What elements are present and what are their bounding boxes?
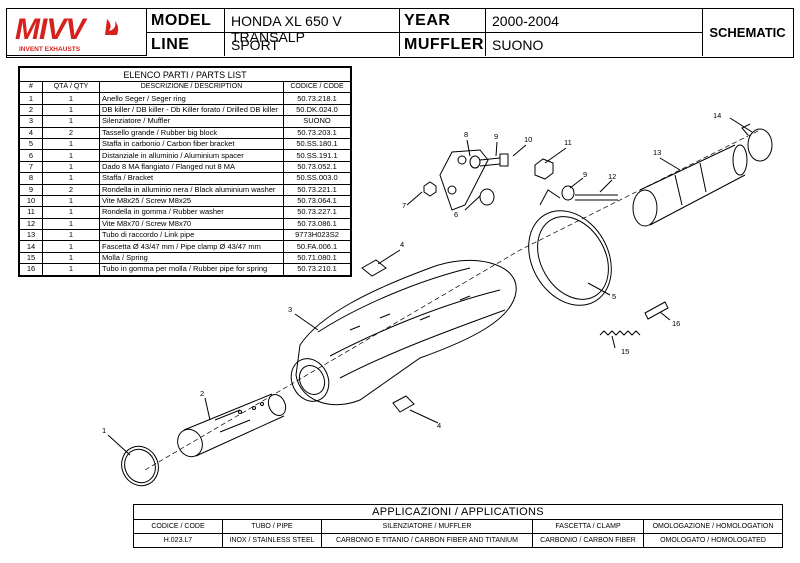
callout-16: 16 xyxy=(672,319,680,328)
callout-6: 6 xyxy=(454,210,458,219)
app-pipe: INOX / STAINLESS STEEL xyxy=(222,533,322,548)
app-muffler: CARBONIO E TITANIO / CARBON FIBER AND TI… xyxy=(321,533,533,548)
mivv-logo: MIVV INVENT EXHAUSTS xyxy=(15,13,119,53)
schematic-label: SCHEMATIC xyxy=(709,25,786,40)
pipe-clamp xyxy=(741,123,773,162)
muffler-value: SUONO xyxy=(486,33,703,56)
carbon-bracket xyxy=(528,189,612,306)
callout-labels: 1 2 3 4 4 5 6 7 8 9 9 10 11 12 13 14 15 … xyxy=(102,111,721,435)
link-pipe xyxy=(632,144,748,227)
column-header: CODICE / CODE xyxy=(283,80,351,94)
spacer xyxy=(479,188,495,206)
app-column-header: CODICE / CODE xyxy=(133,519,223,534)
bracket xyxy=(439,149,489,211)
db-killer xyxy=(177,393,287,458)
callout-5: 5 xyxy=(612,292,616,301)
line-value: SPORT xyxy=(225,33,400,56)
rubber-pipe xyxy=(644,301,669,320)
app-column-header: FASCETTA / CLAMP xyxy=(532,519,644,534)
washer xyxy=(561,185,575,201)
callout-4: 4 xyxy=(400,240,404,249)
callout-8: 8 xyxy=(464,130,468,139)
app-homologation: OMOLOGATO / HOMOLOGATED xyxy=(643,533,783,548)
callout-9: 9 xyxy=(494,132,498,141)
muffler-label: MUFFLER xyxy=(400,33,486,56)
app-column-header: OMOLOGAZIONE / HOMOLOGATION xyxy=(643,519,783,534)
screw-m8x25 xyxy=(479,157,501,167)
seger-ring xyxy=(121,445,159,487)
muffler xyxy=(290,259,517,406)
applications-title: APPLICAZIONI / APPLICATIONS xyxy=(133,504,783,520)
app-code: H.023.L7 xyxy=(133,533,223,548)
logo-wordmark: MIVV xyxy=(15,13,88,46)
app-column-header: SILENZIATORE / MUFFLER xyxy=(321,519,533,534)
row-code: 50.73.210.1 xyxy=(283,263,351,276)
screw-m8x70 xyxy=(575,194,618,201)
applications-table: APPLICAZIONI / APPLICATIONS CODICE / COD… xyxy=(133,504,783,548)
rubber-block xyxy=(361,259,387,277)
rubber-washer xyxy=(534,158,554,180)
rubber-block xyxy=(392,395,415,413)
callout-9: 9 xyxy=(583,170,587,179)
model-value: HONDA XL 650 V TRANSALP xyxy=(225,9,400,45)
app-column-header: TUBO / PIPE xyxy=(222,519,322,534)
logo-cell: MIVV INVENT EXHAUSTS xyxy=(7,9,147,56)
exploded-diagram: 1 2 3 4 4 5 6 7 8 9 9 10 11 12 13 14 15 … xyxy=(102,111,773,487)
year-label: YEAR xyxy=(400,9,486,33)
flame-icon xyxy=(105,19,119,35)
callout-10: 10 xyxy=(524,135,532,144)
row-number: 16 xyxy=(19,263,43,276)
header-block: MIVV INVENT EXHAUSTS MODEL HONDA XL 650 … xyxy=(6,8,794,58)
callout-12: 12 xyxy=(608,172,616,181)
parts-list: ELENCO PARTI / PARTS LIST # QTÀ / QTY DE… xyxy=(18,66,352,277)
model-label: MODEL xyxy=(147,9,225,33)
callout-14: 14 xyxy=(713,111,721,120)
callout-3: 3 xyxy=(288,305,292,314)
callout-7: 7 xyxy=(402,201,406,210)
washer xyxy=(469,155,481,169)
spring xyxy=(599,330,641,336)
year-value: 2000-2004 xyxy=(486,9,703,33)
callout-11: 11 xyxy=(564,138,572,147)
line-label: LINE xyxy=(147,33,225,56)
callout-15: 15 xyxy=(621,347,629,356)
callout-2: 2 xyxy=(200,389,204,398)
logo-tagline: INVENT EXHAUSTS xyxy=(19,46,81,53)
callout-4: 4 xyxy=(437,421,441,430)
flanged-nut xyxy=(423,181,437,197)
callout-1: 1 xyxy=(102,426,106,435)
app-clamp: CARBONIO / CARBON FIBER xyxy=(532,533,644,548)
callout-13: 13 xyxy=(653,148,661,157)
